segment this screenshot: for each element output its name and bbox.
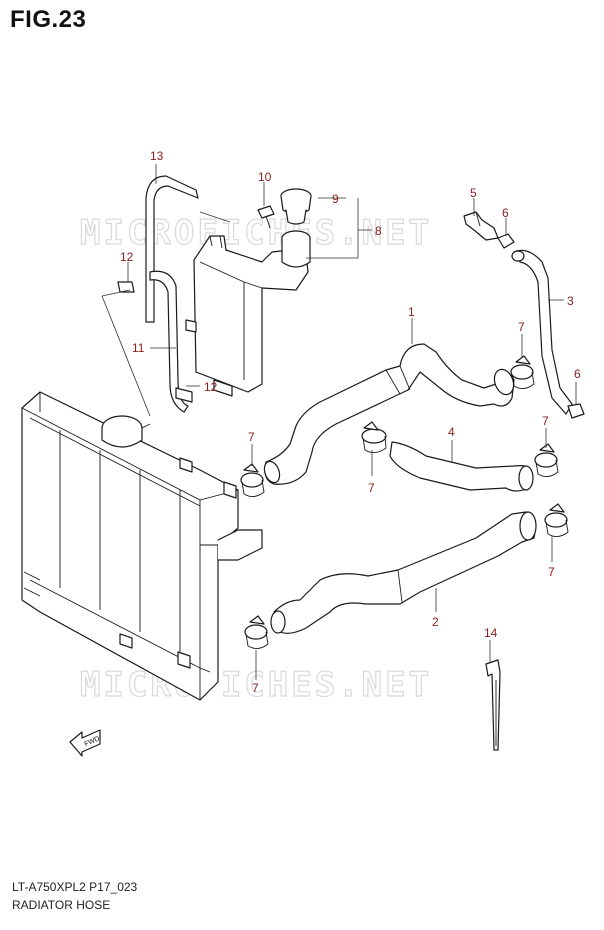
callout-6-upper: 6 [502,206,509,220]
callout-1: 1 [408,305,415,319]
bolt-10 [257,205,275,229]
tie-band-14 [485,659,501,751]
clip-12-upper [117,281,135,293]
figure-title: FIG.23 [10,6,87,33]
watermark-bottom: MICROFICHES.NET [80,665,432,705]
clamp-7-c [361,421,387,453]
clamp-7-b [240,463,265,497]
hose-1 [263,343,515,485]
callout-13: 13 [150,149,164,163]
callout-14: 14 [484,626,498,640]
callout-2: 2 [432,615,439,629]
figure-name: RADIATOR HOSE [12,898,111,912]
reservoir-tank [185,230,311,397]
hose-4 [389,441,534,492]
callout-11: 11 [132,341,145,355]
clamp-7-f [244,615,269,649]
callout-7-e: 7 [548,565,555,579]
clamp-7-d [534,443,559,477]
callout-labels: 13 10 9 8 5 6 12 11 12 3 1 7 6 7 4 7 7 7… [120,149,581,695]
callout-7-f: 7 [252,681,259,695]
hose-2 [270,511,537,634]
watermark-top: MICROFICHES.NET [80,213,432,253]
callout-12-lower: 12 [204,380,218,394]
fwd-arrow-icon: FWD [69,729,101,757]
clamp-7-a [510,355,535,389]
callout-8: 8 [375,224,382,238]
radiator [21,391,263,701]
clamp-6-upper [497,233,515,249]
hose-11 [149,270,193,413]
reservoir-cap [280,188,312,225]
model-code: LT-A750XPL2 P17_023 [12,880,138,894]
leader-lines [101,164,577,680]
callout-3: 3 [567,294,574,308]
callout-7-b: 7 [248,430,255,444]
callout-5: 5 [470,186,477,200]
callout-6-lower: 6 [574,367,581,381]
callout-10: 10 [258,170,272,184]
clamp-7-e [544,503,569,537]
callout-7-d: 7 [542,414,549,428]
overflow-tube-13 [145,175,199,323]
callout-7-c: 7 [368,481,375,495]
callout-9: 9 [332,192,339,206]
callout-12-upper: 12 [120,250,134,264]
fitting-5 [463,211,499,241]
callout-7-a: 7 [518,320,525,334]
callout-4: 4 [448,425,455,439]
clamp-6-lower [567,403,585,419]
